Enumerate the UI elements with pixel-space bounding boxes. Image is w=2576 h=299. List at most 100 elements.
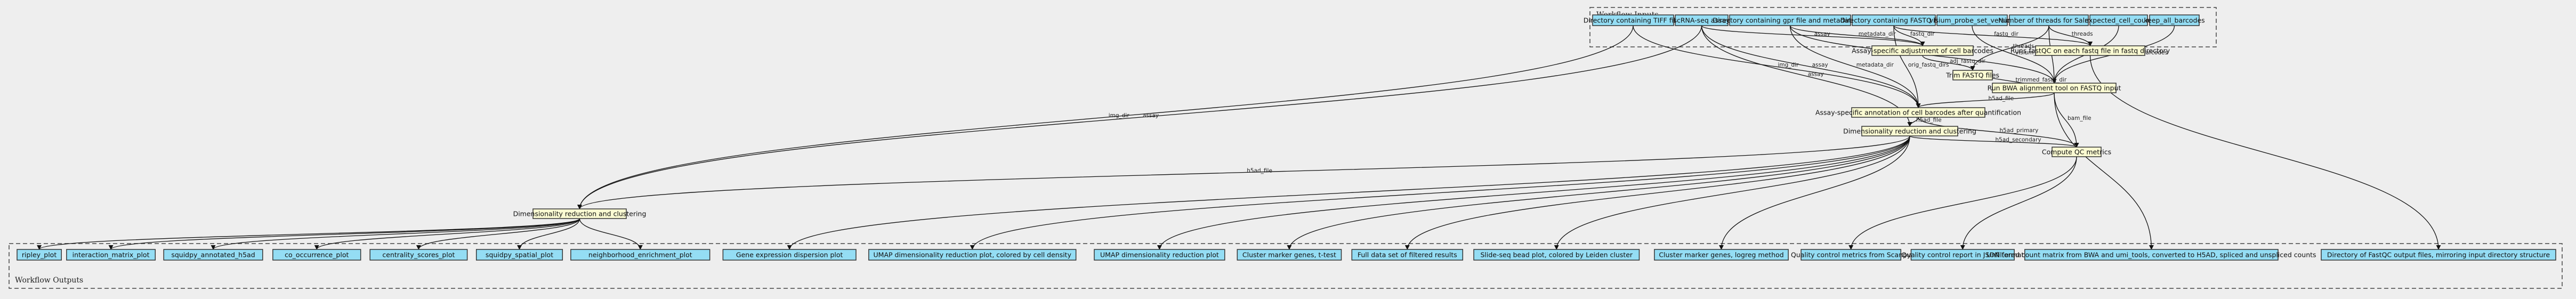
- input-node-in-keep[interactable]: keep_all_barcodes: [2144, 14, 2205, 26]
- node-label: neighborhood_enrichment_plot: [588, 251, 692, 259]
- step-node-st-annot[interactable]: Assay-specific annotation of cell barcod…: [1815, 107, 2021, 118]
- node-label: Unfiltered count matrix from BWA and umi…: [1986, 251, 2316, 259]
- node-box: [1992, 83, 2117, 93]
- node-box: [2035, 45, 2145, 56]
- node-box: [1729, 14, 1851, 26]
- step-node-st-dimred-sq[interactable]: Dimensionality reduction and clustering: [513, 208, 647, 219]
- edge-st-dimred-sq-to-out-spatial: [517, 218, 580, 250]
- edge-label: h5ad_file: [1989, 95, 2014, 102]
- node-label: Slide-seq bead plot, colored by Leiden c…: [1480, 251, 1633, 259]
- edge-st-annot-to-st-qc: [1918, 117, 2079, 148]
- node-label: Directory containing TIFF files: [1584, 17, 1683, 25]
- output-node-out-spatial[interactable]: squidpy_spatial_plot: [475, 249, 563, 261]
- node-box: [1592, 14, 1674, 26]
- output-node-out-cooc[interactable]: co_occurrence_plot: [272, 249, 361, 261]
- node-label: centrality_scores_plot: [382, 251, 455, 259]
- node-label: Directory of FastQC output files, mirror…: [2327, 251, 2550, 259]
- outputs-cluster-border: [9, 243, 2563, 289]
- node-box: [1910, 249, 2015, 261]
- step-node-st-dimred[interactable]: Dimensionality reduction and clustering: [1843, 126, 1976, 136]
- output-node-out-fastqc-dir[interactable]: Directory of FastQC output files, mirror…: [2321, 249, 2556, 261]
- node-label: Gene expression dispersion plot: [736, 251, 843, 259]
- node-label: Assay-specific annotation of cell barcod…: [1815, 109, 2021, 117]
- node-box: [2149, 14, 2200, 26]
- edge-st-dimred-sq-to-out-sq-h5ad: [211, 218, 580, 250]
- node-label: Runs fastQC on each fastq file in fastq …: [2010, 47, 2170, 55]
- edge-in-gpr-to-st-annot: [1789, 25, 1921, 108]
- output-node-out-interaction[interactable]: interaction_matrix_plot: [66, 249, 156, 261]
- node-box: [163, 249, 263, 261]
- node-label: Compute QC metrics: [2042, 148, 2111, 156]
- edge-label: h5ad_file: [1247, 168, 1272, 174]
- output-node-out-ripley[interactable]: ripley_plot: [17, 249, 62, 261]
- output-node-out-qc-json[interactable]: Quality control report in JSON format: [1901, 249, 2024, 261]
- edge-st-dimred-to-out-slideseq: [1554, 135, 1910, 250]
- node-box: [2024, 249, 2279, 261]
- edge-label: assay: [1143, 112, 1159, 119]
- output-node-out-slideseq[interactable]: Slide-seq bead plot, colored by Leiden c…: [1473, 249, 1640, 261]
- step-node-st-qc[interactable]: Compute QC metrics: [2042, 147, 2111, 157]
- node-box: [1952, 70, 1993, 80]
- node-box: [1800, 249, 1902, 261]
- edge-st-bwa-to-st-qc: [2054, 92, 2079, 148]
- output-node-out-neigh[interactable]: neighborhood_enrichment_plot: [570, 249, 710, 261]
- input-node-in-fastq[interactable]: Directory containing FASTQ files: [1840, 14, 1948, 26]
- edge-label: orig_fastq_dirs: [1908, 62, 1949, 68]
- node-label: co_occurrence_plot: [285, 251, 349, 259]
- input-node-in-tiff[interactable]: Directory containing TIFF files: [1584, 14, 1683, 26]
- output-node-out-qc-scanpy[interactable]: Quality control metrics from Scanpy: [1791, 249, 1911, 261]
- output-node-out-unfiltered[interactable]: Unfiltered count matrix from BWA and umi…: [1986, 249, 2316, 261]
- edge-label: trimmed_fastq_dir: [2016, 77, 2067, 83]
- edge-st-fastqc-to-out-fastqc-dir: [2089, 55, 2441, 250]
- nodes-layer: Directory containing TIFF filesscRNA-seq…: [17, 14, 2556, 261]
- edge-in-fastq-to-st-annot: [1893, 25, 1921, 108]
- output-node-out-dispersion[interactable]: Gene expression dispersion plot: [722, 249, 857, 261]
- output-node-out-full[interactable]: Full data set of filtered results: [1351, 249, 1464, 261]
- edge-st-dimred-sq-to-out-neigh: [579, 218, 643, 250]
- edge-in-assay-to-st-adjust: [1701, 25, 1925, 46]
- node-box: [17, 249, 62, 261]
- input-node-in-gpr[interactable]: Directory containing gpr file and metada…: [1713, 14, 1868, 26]
- node-box: [1351, 249, 1464, 261]
- output-node-out-logreg[interactable]: Cluster marker genes, logreg method: [1654, 249, 1789, 261]
- node-box: [1473, 249, 1640, 261]
- edge-st-dimred-to-out-umap: [1157, 135, 1910, 250]
- step-node-st-adjust[interactable]: Assay-specific adjustment of cell barcod…: [1852, 45, 1993, 56]
- edge-label: adj_fastq_dir: [1950, 58, 1985, 64]
- step-node-st-fastqc[interactable]: Runs fastQC on each fastq file in fastq …: [2010, 45, 2170, 56]
- output-node-out-sq-h5ad[interactable]: squidpy_annotated_h5ad: [163, 249, 263, 261]
- node-box: [1851, 107, 1985, 118]
- edge-label: fastq_dir: [1994, 31, 2018, 37]
- edge-st-qc-to-out-qc-json: [1960, 156, 2077, 250]
- edge-label: threads: [2072, 31, 2093, 37]
- edge-st-bwa-to-out-unfiltered: [2054, 92, 2154, 250]
- node-label: UMAP dimensionality reduction plot, colo…: [874, 251, 1072, 259]
- edge-label: threads: [2013, 43, 2034, 50]
- step-node-st-trim[interactable]: Trim FASTQ files: [1945, 70, 1999, 80]
- edge-st-bwa-to-st-annot: [1916, 92, 2055, 108]
- step-node-st-bwa[interactable]: Run BWA alignment tool on FASTQ input: [1988, 83, 2121, 93]
- node-box: [475, 249, 563, 261]
- output-node-out-ttest[interactable]: Cluster marker genes, t-test: [1237, 249, 1342, 261]
- input-node-in-threads[interactable]: Number of threads for Salmon: [1998, 14, 2099, 26]
- input-node-in-visium[interactable]: visium_probe_set_version: [1929, 14, 2015, 26]
- edge-in-gpr-to-st-adjust: [1789, 25, 1925, 46]
- input-node-in-assay[interactable]: scRNA-seq assay: [1673, 14, 1730, 26]
- input-node-in-expected[interactable]: expected_cell_count: [2085, 14, 2153, 26]
- edge-st-dimred-sq-to-out-cooc: [314, 218, 580, 250]
- node-box: [1654, 249, 1789, 261]
- edge-st-dimred-sq-to-out-ripley: [37, 218, 580, 250]
- edge-label: fastq_dir: [1910, 31, 1935, 37]
- output-node-out-umap-density[interactable]: UMAP dimensionality reduction plot, colo…: [868, 249, 1077, 261]
- node-label: Directory containing gpr file and metada…: [1713, 17, 1868, 25]
- output-node-out-centrality[interactable]: centrality_scores_plot: [369, 249, 468, 261]
- edge-label: assay: [1814, 31, 1830, 37]
- output-node-out-umap[interactable]: UMAP dimensionality reduction plot: [1094, 249, 1225, 261]
- edge-label: h5ad_file: [1916, 117, 1942, 124]
- edge-label: assay: [1808, 71, 1824, 78]
- node-box: [2052, 147, 2102, 157]
- node-box: [868, 249, 1077, 261]
- edge-st-dimred-sq-to-out-interaction: [108, 218, 580, 250]
- node-box: [570, 249, 710, 261]
